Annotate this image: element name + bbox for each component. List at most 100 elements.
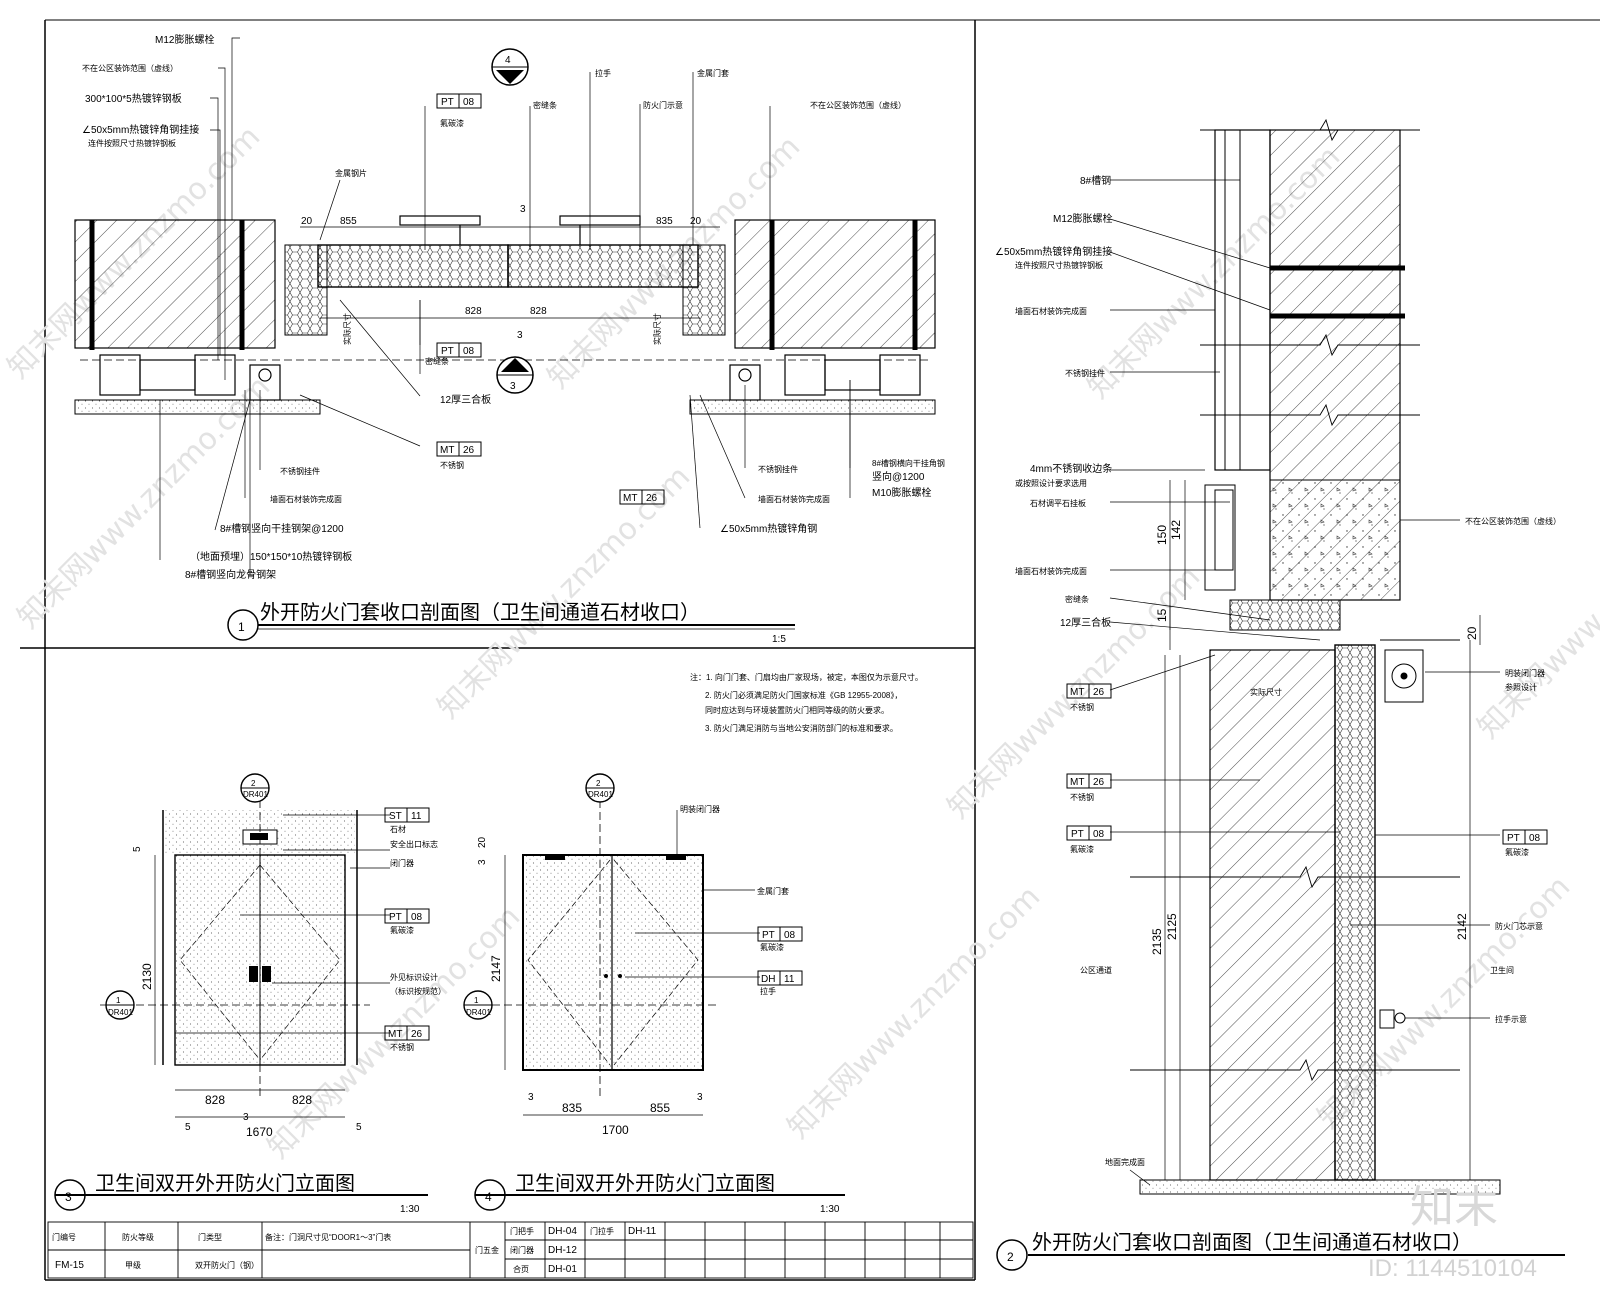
svg-text:DH-12: DH-12 bbox=[548, 1245, 577, 1256]
svg-text:不在公区装饰范围（虚线）: 不在公区装饰范围（虚线） bbox=[82, 63, 178, 73]
svg-text:828: 828 bbox=[205, 1093, 225, 1107]
svg-text:FM-15: FM-15 bbox=[55, 1260, 84, 1271]
svg-text:MT: MT bbox=[623, 493, 637, 504]
svg-text:4: 4 bbox=[505, 55, 511, 66]
svg-text:20: 20 bbox=[690, 216, 702, 227]
svg-text:5: 5 bbox=[132, 846, 143, 852]
svg-text:门编号: 门编号 bbox=[52, 1232, 76, 1242]
panel-4-title: 4 卫生间双开外开防火门立面图 1:30 bbox=[474, 1171, 845, 1215]
door-schedule-table: 门编号 防火等级 门类型 备注：门洞尺寸见“DOOR1～3”门表 FM-15 甲… bbox=[47, 1221, 974, 1279]
svg-text:不锈钢: 不锈钢 bbox=[390, 1042, 414, 1052]
svg-text:∠50x5mm热镀锌角钢挂接: ∠50x5mm热镀锌角钢挂接 bbox=[82, 123, 199, 136]
svg-text:不锈钢挂件: 不锈钢挂件 bbox=[280, 466, 320, 476]
svg-text:不锈钢挂件: 不锈钢挂件 bbox=[1065, 368, 1105, 378]
svg-text:1:5: 1:5 bbox=[772, 634, 786, 645]
panel-1-dims: 20 855 835 3 20 828 828 3 bbox=[300, 204, 720, 341]
svg-text:2: 2 bbox=[1007, 1250, 1014, 1264]
svg-text:PT: PT bbox=[441, 346, 454, 357]
svg-text:卫生间双开外开防火门立面图: 卫生间双开外开防火门立面图 bbox=[515, 1171, 775, 1195]
svg-text:2135: 2135 bbox=[1150, 928, 1164, 955]
svg-text:门把手: 门把手 bbox=[510, 1226, 534, 1236]
svg-text:不锈钢: 不锈钢 bbox=[440, 460, 464, 470]
svg-text:公区通道: 公区通道 bbox=[1080, 965, 1112, 975]
svg-text:注：1. 向门门套、门扇均由厂家现场，被定，本图仅为示意尺寸: 注：1. 向门门套、门扇均由厂家现场，被定，本图仅为示意尺寸。 bbox=[690, 672, 923, 682]
panel-3-title: 3 卫生间双开外开防火门立面图 1:30 bbox=[54, 1171, 428, 1215]
svg-text:835: 835 bbox=[562, 1101, 582, 1115]
sheet-frame bbox=[20, 19, 1600, 1281]
svg-text:密缝条: 密缝条 bbox=[425, 356, 449, 366]
svg-text:828: 828 bbox=[292, 1093, 312, 1107]
svg-text:3: 3 bbox=[697, 1092, 703, 1103]
svg-text:氟碳漆: 氟碳漆 bbox=[1070, 844, 1094, 854]
svg-text:地面完成面: 地面完成面 bbox=[1105, 1157, 1145, 1167]
svg-text:门拉手: 门拉手 bbox=[590, 1226, 614, 1236]
svg-text:卫生间: 卫生间 bbox=[1490, 965, 1514, 975]
svg-text:20: 20 bbox=[477, 836, 488, 848]
callout-1-left: 1 DR401 bbox=[105, 990, 135, 1020]
svg-text:1: 1 bbox=[474, 996, 479, 1005]
svg-text:2: 2 bbox=[251, 779, 256, 788]
svg-text:1700: 1700 bbox=[602, 1123, 629, 1137]
svg-text:MT: MT bbox=[1070, 687, 1084, 698]
svg-text:备注：门洞尺寸见“DOOR1～3”门表: 备注：门洞尺寸见“DOOR1～3”门表 bbox=[265, 1232, 391, 1242]
svg-text:安全出口标志: 安全出口标志 bbox=[390, 839, 438, 849]
svg-text:2130: 2130 bbox=[140, 963, 154, 990]
panel-3-elevation: 2 DR401 1 DR401 石材 安全出口标志 闭门器 氟碳漆 外见标识设计… bbox=[54, 773, 446, 1215]
svg-text:卫生间双开外开防火门立面图: 卫生间双开外开防火门立面图 bbox=[95, 1171, 355, 1195]
svg-text:3: 3 bbox=[510, 381, 516, 392]
svg-text:氟碳漆: 氟碳漆 bbox=[390, 925, 414, 935]
callout-2-top: 2 DR401 bbox=[240, 773, 270, 803]
panel-1-title: 1 外开防火门套收口剖面图（卫生间通道石材收口） 1:5 bbox=[227, 600, 795, 645]
svg-text:连件按照尺寸热镀锌钢板: 连件按照尺寸热镀锌钢板 bbox=[1015, 260, 1103, 270]
svg-text:26: 26 bbox=[463, 445, 475, 456]
svg-text:DR401: DR401 bbox=[243, 790, 268, 799]
svg-text:12厚三合板: 12厚三合板 bbox=[1060, 616, 1111, 629]
svg-text:1:30: 1:30 bbox=[820, 1204, 840, 1215]
svg-text:26: 26 bbox=[1093, 777, 1105, 788]
svg-text:3: 3 bbox=[520, 204, 526, 215]
svg-text:08: 08 bbox=[1093, 829, 1105, 840]
svg-text:墙面石材装饰完成面: 墙面石材装饰完成面 bbox=[1015, 566, 1087, 576]
svg-text:M10膨胀螺栓: M10膨胀螺栓 bbox=[872, 486, 931, 499]
svg-text:密缝条: 密缝条 bbox=[533, 100, 557, 110]
svg-text:20: 20 bbox=[1465, 626, 1479, 640]
svg-text:实际尺寸: 实际尺寸 bbox=[652, 313, 662, 345]
svg-text:3: 3 bbox=[65, 1190, 72, 1204]
svg-text:3: 3 bbox=[528, 1092, 534, 1103]
svg-text:5: 5 bbox=[185, 1122, 191, 1133]
svg-text:8#槽钢竖向干挂钢架@1200: 8#槽钢竖向干挂钢架@1200 bbox=[220, 522, 344, 535]
svg-text:2. 防火门必须满足防火门国家标准《GB 12955-200: 2. 防火门必须满足防火门国家标准《GB 12955-2008》， bbox=[705, 690, 902, 700]
svg-text:3: 3 bbox=[477, 859, 488, 865]
svg-text:828: 828 bbox=[530, 306, 547, 317]
svg-text:不在公区装饰范围（虚线）: 不在公区装饰范围（虚线） bbox=[810, 100, 906, 110]
svg-text:（标识按规范）: （标识按规范） bbox=[390, 986, 446, 996]
panel-2-title: 2 外开防火门套收口剖面图（卫生间通道石材收口） bbox=[996, 1230, 1565, 1271]
svg-text:DR401: DR401 bbox=[108, 1008, 133, 1017]
svg-text:拉手: 拉手 bbox=[595, 68, 611, 78]
svg-text:外开防火门套收口剖面图（卫生间通道石材收口）: 外开防火门套收口剖面图（卫生间通道石材收口） bbox=[1032, 1230, 1472, 1254]
svg-text:3. 防火门满足消防与当地公安消防部门的标准和要求。: 3. 防火门满足消防与当地公安消防部门的标准和要求。 bbox=[705, 723, 898, 733]
svg-text:1:30: 1:30 bbox=[400, 1204, 420, 1215]
svg-text:DH: DH bbox=[761, 974, 775, 985]
svg-text:2142: 2142 bbox=[1455, 913, 1469, 940]
svg-text:PT: PT bbox=[1071, 829, 1084, 840]
svg-text:DH-04: DH-04 bbox=[548, 1226, 577, 1237]
callout-1-left-4: 1 DR401 bbox=[463, 990, 493, 1020]
svg-text:石材: 石材 bbox=[390, 824, 406, 834]
svg-text:142: 142 bbox=[1169, 520, 1183, 540]
svg-text:26: 26 bbox=[1093, 687, 1105, 698]
svg-text:氟碳漆: 氟碳漆 bbox=[440, 118, 464, 128]
svg-text:∠50x5mm热镀锌角钢挂接: ∠50x5mm热镀锌角钢挂接 bbox=[995, 245, 1112, 258]
svg-text:DR401: DR401 bbox=[588, 790, 613, 799]
svg-text:外开防火门套收口剖面图（卫生间通道石材收口）: 外开防火门套收口剖面图（卫生间通道石材收口） bbox=[260, 600, 700, 624]
svg-text:明装闭门器: 明装闭门器 bbox=[680, 804, 720, 814]
svg-text:实际尺寸: 实际尺寸 bbox=[342, 313, 352, 345]
svg-text:金属门套: 金属门套 bbox=[757, 886, 789, 896]
svg-text:855: 855 bbox=[340, 216, 357, 227]
svg-text:防火门芯示意: 防火门芯示意 bbox=[1495, 921, 1543, 931]
svg-text:双开防火门（钢）: 双开防火门（钢） bbox=[195, 1260, 259, 1270]
svg-text:知末网www.znzmo.com: 知末网www.znzmo.com bbox=[781, 879, 1047, 1145]
svg-text:金属门套: 金属门套 bbox=[697, 68, 729, 78]
